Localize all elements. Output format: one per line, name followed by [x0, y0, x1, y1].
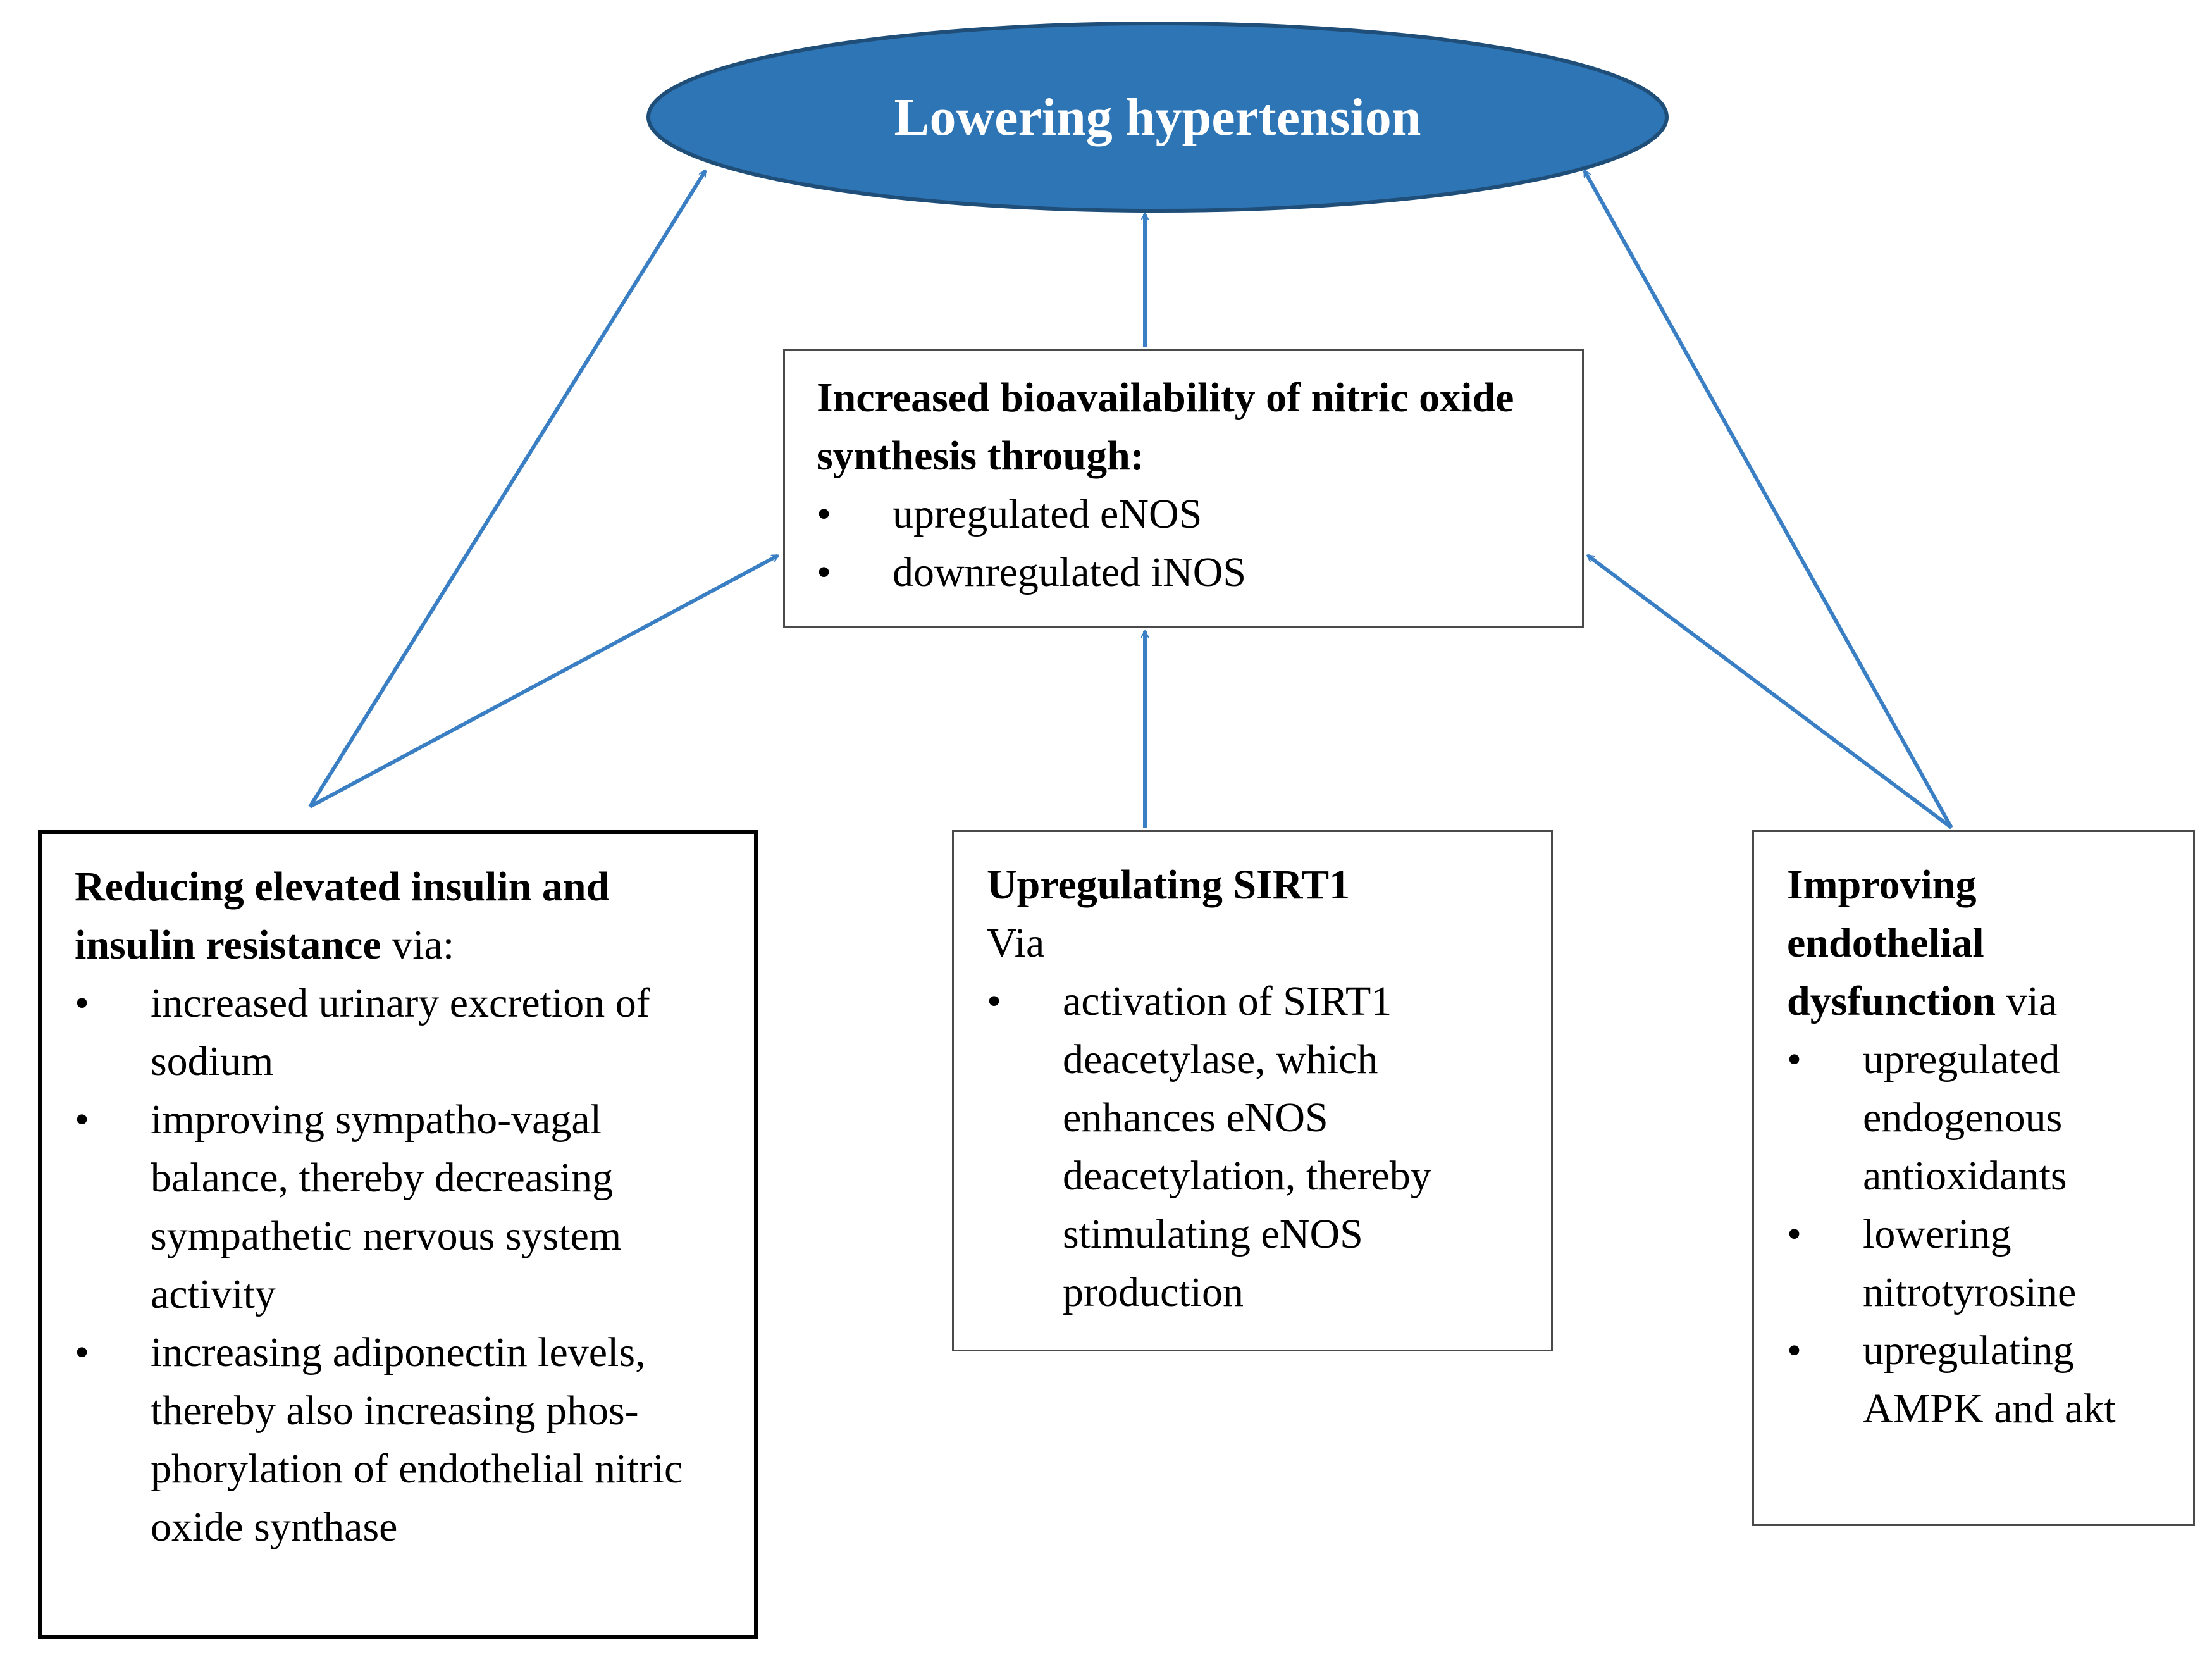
nitric-oxide-list: upregulated eNOS downregulated iNOS [817, 485, 1557, 602]
arrow-insulin-to-top [308, 171, 707, 808]
arrow-insulin-to-nitric [309, 554, 778, 809]
arrow-endo-to-nitric [1588, 554, 1953, 829]
endothelial-title-suffix: via [1996, 978, 2058, 1024]
list-item: downregulated iNOS [817, 543, 1557, 602]
list-item: upregulated endogenous antioxidants [1787, 1031, 2180, 1205]
list-item: activation of SIRT1 deacetylase, which e… [987, 972, 1538, 1322]
insulin-box: Reducing elevated insulin and insulin re… [38, 830, 758, 1639]
endothelial-list: upregulated endogenous antioxidants lowe… [1787, 1031, 2180, 1438]
list-item: increasing adiponectin levels, thereby a… [75, 1324, 735, 1556]
list-item: upregulated eNOS [817, 485, 1557, 543]
endothelial-title: Improving endothelial dysfunction [1787, 862, 1996, 1024]
endothelial-box: Improving endothelial dysfunction via up… [1752, 830, 2195, 1526]
sirt1-title: Upregulating SIRT1 [987, 862, 1350, 908]
top-node-label: Lowering hypertension [894, 87, 1421, 147]
insulin-title: Reducing elevated insulin and insulin re… [75, 864, 610, 968]
top-node-ellipse [646, 22, 1669, 213]
nitric-oxide-box: Increased bioavailability of nitric oxid… [783, 349, 1584, 628]
insulin-list: increased urinary excretion of sodium im… [75, 974, 735, 1556]
insulin-title-suffix: via: [381, 922, 455, 968]
sirt1-box: Upregulating SIRT1 Via activation of SIR… [952, 830, 1553, 1351]
arrow-endo-to-top [1583, 171, 1953, 829]
list-item: increased urinary excretion of sodium [75, 974, 735, 1091]
sirt1-list: activation of SIRT1 deacetylase, which e… [987, 972, 1538, 1322]
sirt1-title-suffix: Via [987, 920, 1045, 966]
nitric-oxide-title: Increased bioavailability of nitric oxid… [817, 375, 1514, 479]
list-item: lowering nitrotyrosine [1787, 1205, 2180, 1322]
list-item: improving sympatho-vagal balance, thereb… [75, 1091, 735, 1324]
list-item: upregulating AMPK and akt [1787, 1322, 2180, 1438]
